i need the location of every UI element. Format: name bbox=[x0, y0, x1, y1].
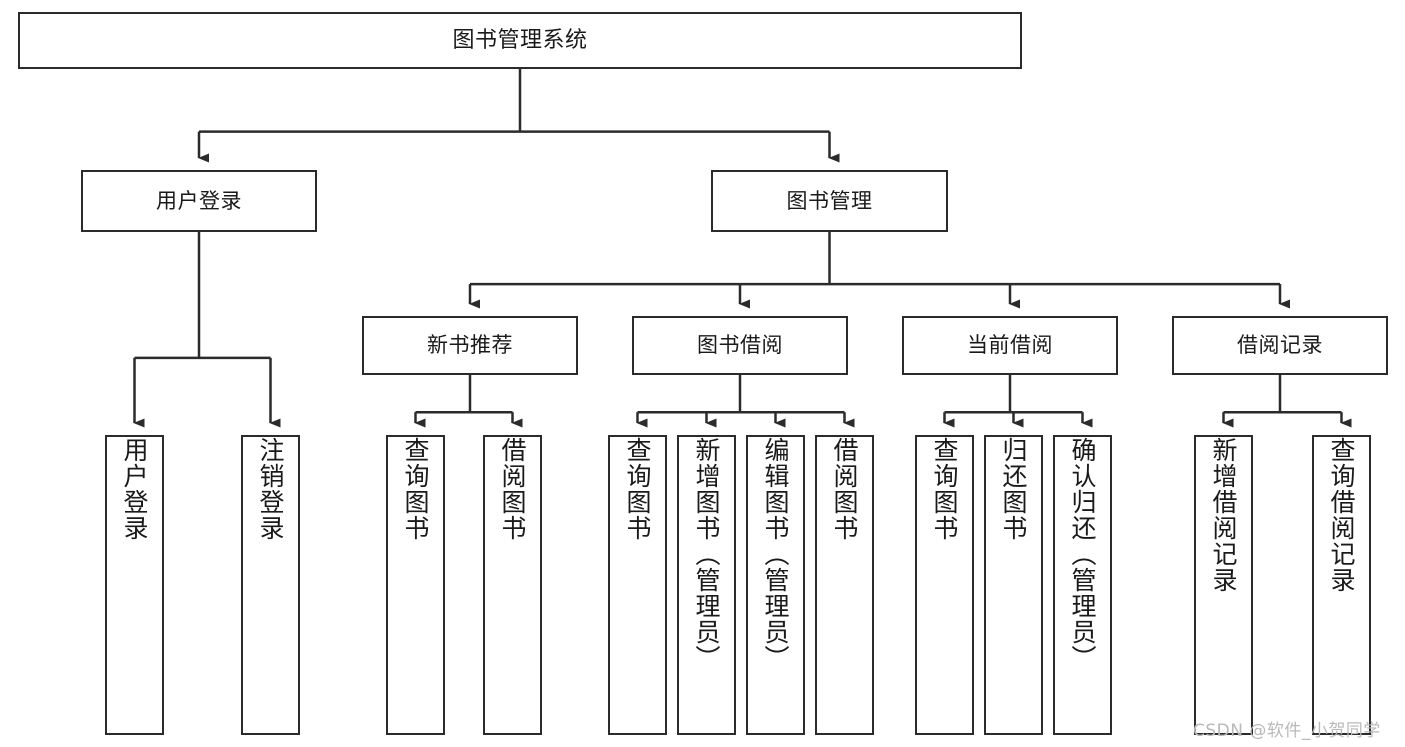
node-leaf-confirm-return[interactable]: 确认归还（管理员） bbox=[1053, 435, 1112, 735]
node-book-manage[interactable]: 图书管理 bbox=[711, 170, 948, 232]
node-label: 当前借阅 bbox=[967, 333, 1053, 358]
node-leaf-add-book[interactable]: 新增图书（管理员） bbox=[677, 435, 736, 735]
node-label: 新增图书（管理员） bbox=[692, 437, 721, 671]
node-leaf-user-logout[interactable]: 注销登录 bbox=[241, 435, 300, 735]
node-new-book-rec[interactable]: 新书推荐 bbox=[362, 316, 578, 375]
node-label: 确认归还（管理员） bbox=[1068, 437, 1097, 671]
node-label: 借阅图书 bbox=[830, 437, 859, 541]
node-label: 借阅图书 bbox=[498, 437, 527, 541]
node-leaf-add-record[interactable]: 新增借阅记录 bbox=[1194, 435, 1253, 735]
node-label: 注销登录 bbox=[256, 437, 285, 541]
node-leaf-query-record[interactable]: 查询借阅记录 bbox=[1312, 435, 1371, 735]
node-label: 图书管理系统 bbox=[452, 27, 588, 53]
node-label: 新书推荐 bbox=[427, 333, 513, 358]
node-leaf-query-book-3[interactable]: 查询图书 bbox=[915, 435, 974, 735]
node-label: 查询图书 bbox=[401, 437, 430, 541]
node-leaf-query-book-2[interactable]: 查询图书 bbox=[608, 435, 667, 735]
node-borrow-record[interactable]: 借阅记录 bbox=[1172, 316, 1388, 375]
node-label: 查询借阅记录 bbox=[1327, 437, 1356, 593]
node-leaf-edit-book[interactable]: 编辑图书（管理员） bbox=[746, 435, 805, 735]
node-leaf-return-book[interactable]: 归还图书 bbox=[984, 435, 1043, 735]
node-label: 新增借阅记录 bbox=[1209, 437, 1238, 593]
watermark: CSDN @软件_小贺同学 bbox=[1193, 721, 1381, 741]
node-label: 借阅记录 bbox=[1237, 333, 1323, 358]
node-label: 图书管理 bbox=[786, 188, 873, 213]
node-current-borrow[interactable]: 当前借阅 bbox=[902, 316, 1118, 375]
node-label: 用户登录 bbox=[120, 437, 149, 541]
node-leaf-borrow-book-1[interactable]: 借阅图书 bbox=[483, 435, 542, 735]
node-leaf-borrow-book-2[interactable]: 借阅图书 bbox=[815, 435, 874, 735]
node-label: 图书借阅 bbox=[697, 333, 783, 358]
node-label: 查询图书 bbox=[623, 437, 652, 541]
node-leaf-user-login[interactable]: 用户登录 bbox=[105, 435, 164, 735]
node-label: 查询图书 bbox=[930, 437, 959, 541]
node-user-login[interactable]: 用户登录 bbox=[81, 170, 317, 232]
node-root[interactable]: 图书管理系统 bbox=[18, 12, 1022, 69]
node-label: 编辑图书（管理员） bbox=[761, 437, 790, 671]
node-label: 归还图书 bbox=[999, 437, 1028, 541]
node-leaf-query-book-1[interactable]: 查询图书 bbox=[386, 435, 445, 735]
node-label: 用户登录 bbox=[156, 188, 242, 213]
node-book-borrow[interactable]: 图书借阅 bbox=[632, 316, 848, 375]
